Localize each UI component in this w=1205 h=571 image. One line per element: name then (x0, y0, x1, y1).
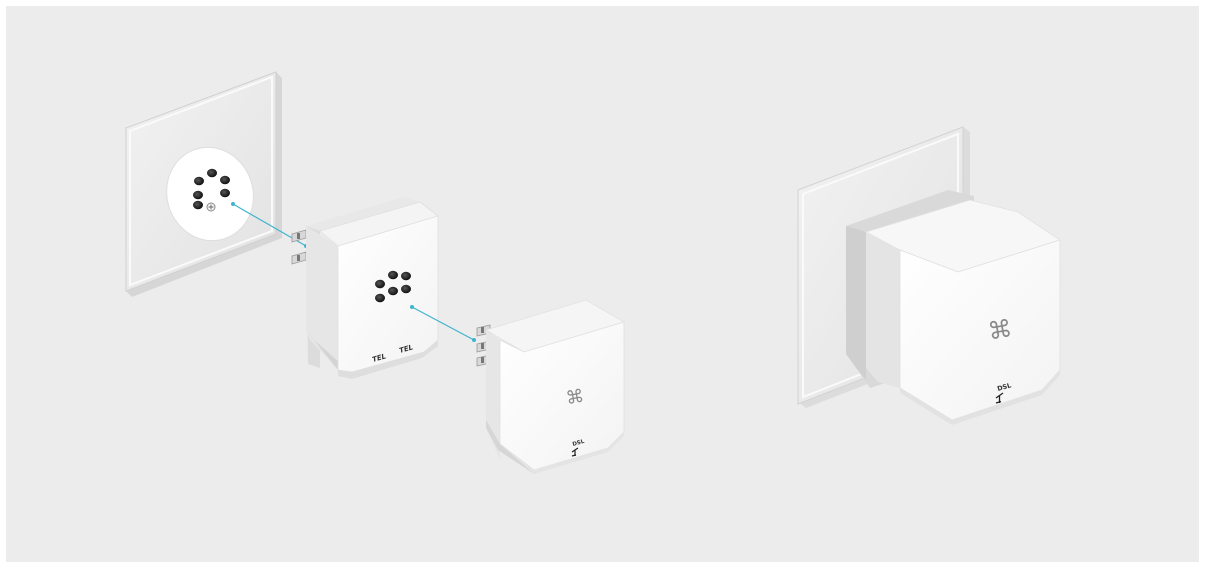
command-icon: ⌘ (564, 386, 585, 410)
splitter-icon: TEL TEL (292, 197, 438, 379)
assembled-command-icon: ⌘ (986, 314, 1014, 346)
dsl-adapter-icon: ⌘ DSL (477, 300, 624, 474)
